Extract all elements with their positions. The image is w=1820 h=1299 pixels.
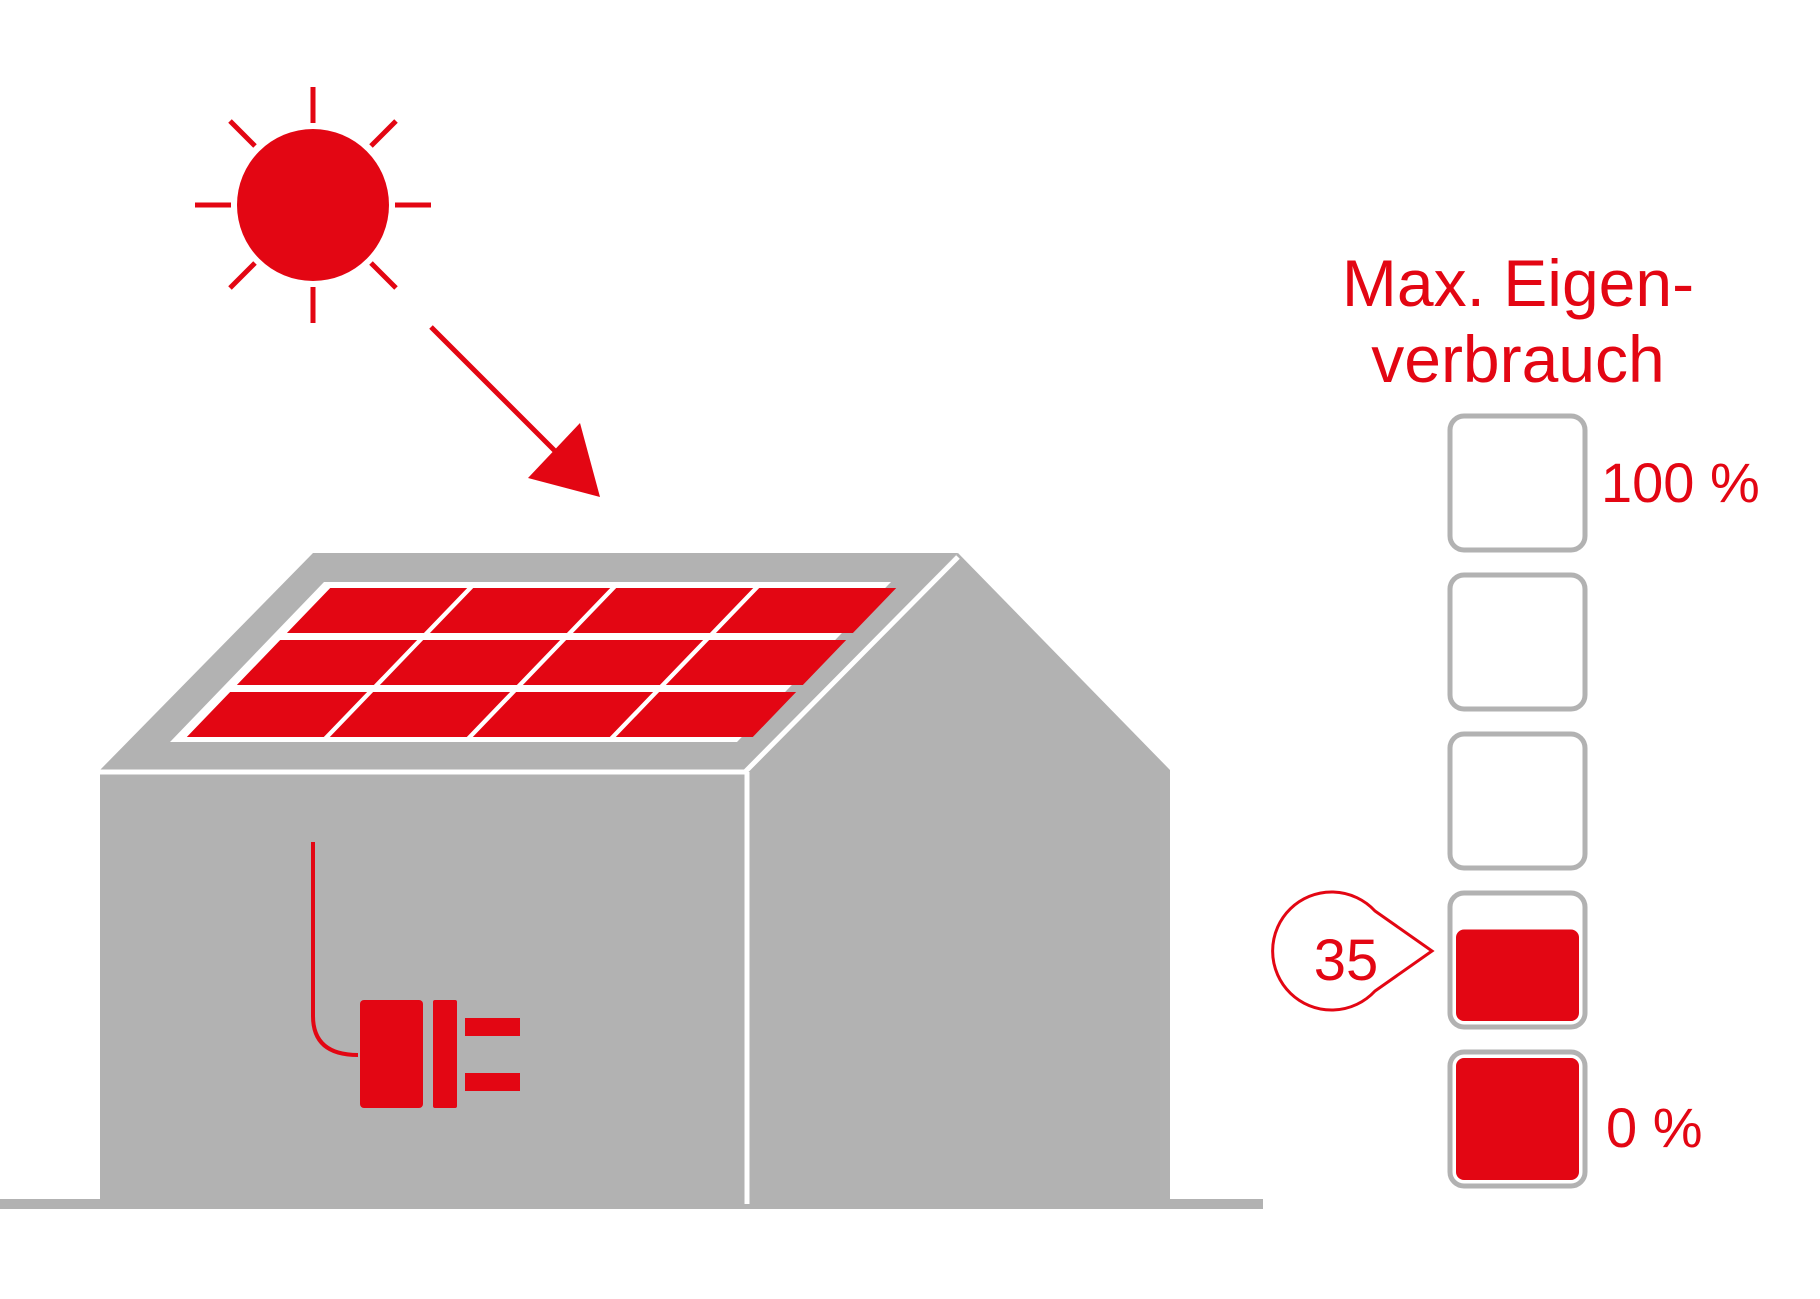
level-label-max: 100 % — [1601, 451, 1760, 514]
solar-cell — [472, 692, 654, 737]
house-front-wall — [100, 770, 746, 1204]
sun-ray — [228, 119, 257, 148]
solar-cell — [286, 588, 468, 633]
meter-title-line-2: verbrauch — [1371, 322, 1665, 396]
solar-cell — [236, 640, 418, 685]
battery-segment — [1447, 731, 1588, 871]
solar-panel-icon — [170, 582, 897, 742]
battery-segment-fill — [1456, 1058, 1579, 1180]
solar-cell — [429, 588, 611, 633]
plug-cable — [311, 842, 359, 1057]
level-value-badge: 35 — [1271, 890, 1435, 1012]
solar-cell — [522, 640, 704, 685]
solar-cell — [665, 640, 847, 685]
battery-segment — [1447, 413, 1588, 553]
battery-segment — [1447, 572, 1588, 712]
level-label-min: 0 % — [1606, 1096, 1703, 1159]
solar-cell — [186, 692, 368, 737]
sun-ray — [228, 261, 257, 290]
plug-prong — [465, 1073, 520, 1091]
battery-segment-fill — [1456, 929, 1579, 1021]
solar-cell — [329, 692, 511, 737]
sun-icon — [195, 87, 431, 323]
solar-cell — [572, 588, 754, 633]
house-gable — [745, 553, 1170, 1204]
plug-collar — [433, 1000, 457, 1108]
sun-disc — [237, 129, 389, 281]
solar-cell — [379, 640, 561, 685]
meter-title-line-1: Max. Eigen- — [1342, 246, 1694, 320]
solar-cell — [615, 692, 797, 737]
plug-body — [360, 1000, 423, 1108]
plug-prong — [465, 1018, 520, 1036]
badge-value: 35 — [1314, 928, 1379, 993]
power-plug-icon — [311, 842, 520, 1108]
sun-ray — [369, 119, 398, 148]
solar-cell — [715, 588, 897, 633]
badge-outline — [1271, 890, 1435, 1012]
sun-ray — [369, 261, 398, 290]
battery-level-icon — [1447, 413, 1588, 1189]
sunlight-arrow-icon — [429, 325, 600, 497]
